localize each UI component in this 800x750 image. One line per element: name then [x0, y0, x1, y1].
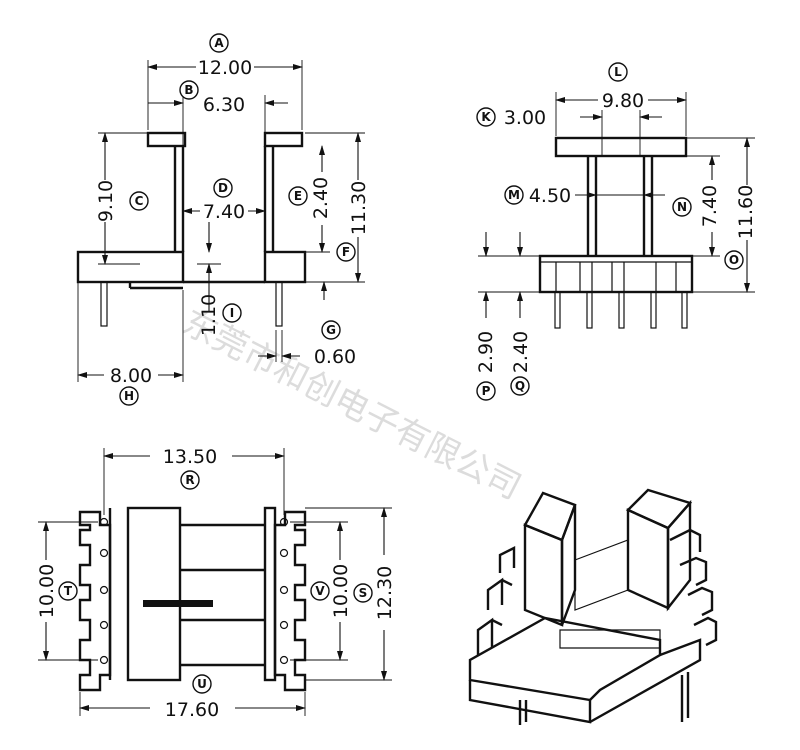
dim-H-value: 8.00 — [110, 365, 152, 387]
dim-R-value: 13.50 — [163, 446, 217, 468]
callout-L: L — [614, 65, 622, 79]
callout-B: B — [184, 83, 193, 97]
callout-H: H — [124, 389, 134, 403]
callout-C: C — [135, 194, 144, 208]
callout-E: E — [294, 189, 302, 203]
front-view — [76, 131, 307, 327]
callout-F: F — [342, 245, 350, 259]
dim-U-value: 17.60 — [165, 699, 219, 721]
top-view — [78, 506, 307, 692]
callout-I: I — [230, 306, 234, 320]
callout-N: N — [677, 200, 687, 214]
callout-A: A — [214, 36, 224, 50]
callout-M: M — [508, 188, 520, 202]
isometric-view — [468, 488, 718, 725]
dim-E-total-value: 11.30 — [348, 181, 370, 235]
callout-G: G — [326, 323, 336, 337]
dim-O-value: 11.60 — [735, 185, 757, 239]
dim-C-value: 9.10 — [95, 180, 117, 222]
dim-B-value: 6.30 — [203, 94, 245, 116]
polarity-mark-bar — [143, 600, 213, 607]
dim-I-value: 1.10 — [198, 294, 220, 336]
dim-A-value: 12.00 — [198, 57, 252, 79]
callout-S: S — [359, 586, 368, 600]
dim-G-value: 0.60 — [314, 346, 356, 368]
callout-K: K — [481, 110, 491, 124]
dim-V-value: 10.00 — [330, 564, 352, 618]
dim-E-value: 2.40 — [310, 177, 332, 219]
side-view-dimensions: 9.80 L 3.00 K 4.50 M 7.40 N 11.60 O — [475, 62, 757, 401]
dim-M-value: 4.50 — [529, 185, 571, 207]
dim-P-value: 2.90 — [475, 331, 497, 373]
callout-R: R — [185, 473, 194, 487]
top-view-dimensions: 13.50 R 10.00 T 10.00 V 12.30 S 17.60 U — [36, 446, 396, 721]
callout-P: P — [482, 384, 491, 398]
dim-T-value: 10.00 — [36, 564, 58, 618]
front-view-dimensions: 12.00 A 6.30 B 9.10 C 7.40 D 1.10 I — [77, 33, 370, 406]
dim-N-value: 7.40 — [699, 185, 721, 227]
dim-D-value: 7.40 — [203, 201, 245, 223]
callout-D: D — [218, 181, 228, 195]
callout-Q: Q — [515, 379, 525, 393]
callout-O: O — [729, 253, 739, 267]
dim-L-value: 9.80 — [602, 90, 644, 112]
dim-S-value: 12.30 — [374, 566, 396, 620]
callout-T: T — [64, 584, 73, 598]
side-view — [538, 136, 694, 329]
dim-Q-value: 2.40 — [510, 331, 532, 373]
callout-U: U — [197, 677, 207, 691]
dim-K-value: 3.00 — [504, 107, 546, 129]
callout-V: V — [315, 584, 325, 598]
